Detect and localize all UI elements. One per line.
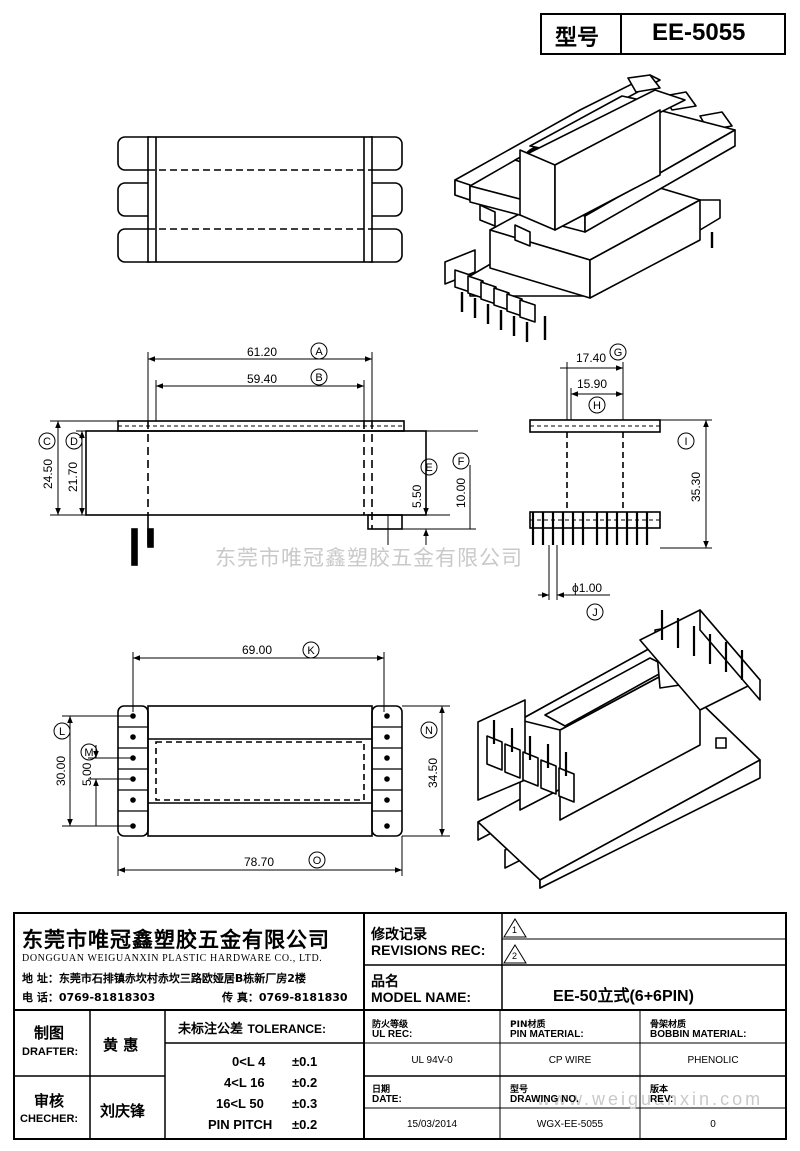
isometric-view-bottom: [477, 609, 761, 889]
company-phone: 电 话：0769-81818303: [22, 991, 156, 1004]
ul-value: UL 94V-0: [411, 1055, 453, 1066]
dim-59-40: 59.40: [247, 372, 277, 386]
model-name-value: EE-50立式(6+6PIN): [553, 988, 694, 1005]
revision-mark-1: 1: [512, 925, 518, 935]
bottom-view-dimensions: [62, 652, 450, 876]
watermark-company: 东莞市唯冠鑫塑胶五金有限公司: [215, 546, 523, 570]
ref-i: I: [684, 436, 687, 448]
revision-mark-2: 2: [512, 951, 518, 961]
checker-name: 刘庆锋: [100, 1102, 146, 1120]
dim-69-00: 69.00: [242, 643, 272, 657]
ul-label-en: UL REC:: [372, 1029, 413, 1040]
model-name-label-en: MODEL NAME:: [371, 989, 472, 1005]
ref-a: A: [315, 346, 323, 358]
ref-m: M: [84, 747, 93, 759]
pin-label-cn: PIN材质: [510, 1020, 546, 1030]
tolerance-range-3: 16<L 50: [216, 1096, 264, 1111]
dim-24-50: 24.50: [41, 459, 55, 489]
model-name-label-cn: 品名: [371, 974, 399, 990]
company-fax: 传 真：0769-8181830: [222, 991, 348, 1004]
dim-pin-diameter: ϕ1.00: [572, 581, 602, 595]
tolerance-value-1: ±0.1: [292, 1054, 318, 1069]
isometric-view-top: [444, 74, 736, 342]
model-label: 型号: [555, 25, 600, 50]
reference-markers: [38, 342, 695, 869]
side-view: [529, 419, 661, 600]
ref-g: G: [614, 347, 623, 359]
checker-label-en: CHECHER:: [20, 1113, 79, 1125]
date-label-en: DATE:: [372, 1094, 402, 1105]
drafter-label-en: DRAFTER:: [22, 1046, 79, 1058]
bobbin-value: PHENOLIC: [687, 1055, 739, 1066]
dim-5-00: 5.00: [80, 762, 94, 786]
ref-j: J: [592, 607, 598, 619]
drawing-no-label-en: DRAWING NO.: [510, 1094, 579, 1105]
ref-k: K: [307, 645, 315, 657]
side-view-dimensions: [538, 362, 712, 598]
rev-label-en: REV:: [650, 1094, 674, 1105]
top-view: [117, 136, 403, 263]
tolerance-value-3: ±0.3: [292, 1096, 318, 1111]
dim-21-70: 21.70: [66, 462, 80, 492]
drawing-no-value: WGX-EE-5055: [536, 1119, 604, 1130]
tolerance-title-cn: 未标注公差 TOLERANCE:: [178, 1018, 326, 1037]
rev-label-cn: 版本: [650, 1085, 669, 1095]
ref-e: E: [425, 462, 432, 474]
dim-35-30: 35.30: [689, 472, 703, 502]
dim-17-40: 17.40: [576, 351, 606, 365]
tolerance-title-en: TOLERANCE:: [247, 1022, 326, 1036]
pin-value: CP WIRE: [548, 1055, 592, 1066]
front-view-dimensions: [50, 352, 478, 545]
ref-l: L: [59, 726, 65, 738]
ref-f: F: [458, 456, 465, 468]
revisions-label-en: REVISIONS REC:: [371, 942, 486, 958]
dim-10-00: 10.00: [454, 478, 468, 508]
pin-label-en: PIN MATERIAL:: [510, 1029, 584, 1040]
ref-c: C: [43, 436, 51, 448]
dim-34-50: 34.50: [426, 758, 440, 788]
drawing-no-label-cn: 型号: [510, 1085, 529, 1095]
title-block-frame: [13, 912, 787, 1140]
model-value: EE-5055: [652, 19, 746, 46]
tolerance-value-4: ±0.2: [292, 1117, 318, 1132]
dim-30-00: 30.00: [54, 756, 68, 786]
tolerance-value-2: ±0.2: [292, 1075, 318, 1090]
company-name-cn: 东莞市唯冠鑫塑胶五金有限公司: [22, 928, 330, 952]
bobbin-label-en: BOBBIN MATERIAL:: [650, 1029, 747, 1040]
bobbin-label-cn: 骨架材质: [650, 1020, 687, 1030]
ref-o: O: [313, 855, 322, 867]
date-value: 15/03/2014: [406, 1119, 458, 1130]
ref-b: B: [315, 372, 322, 384]
title-header-frame: [540, 13, 786, 55]
checker-label-cn: 审核: [34, 1092, 65, 1110]
dim-5-50: 5.50: [410, 484, 424, 508]
ref-h: H: [593, 400, 601, 412]
company-address: 地 址：东莞市石排镇赤坎村赤坎三路欧娅居B栋新厂房2楼: [22, 972, 306, 985]
watermark-url: www.weiguanxin.com: [537, 1089, 764, 1109]
dimension-labels: 61.20 59.40 24.50 21.70 5.50 10.00 17.40…: [41, 345, 703, 869]
ul-label-cn: 防火等级: [372, 1020, 409, 1030]
tolerance-title-cn-text: 未标注公差: [178, 1022, 244, 1037]
drafter-label-cn: 制图: [34, 1024, 65, 1042]
drafter-name: 黄 惠: [103, 1036, 139, 1054]
company-name-en: DONGGUAN WEIGUANXIN PLASTIC HARDWARE CO.…: [22, 953, 323, 964]
ref-d: D: [70, 436, 78, 448]
dim-78-70: 78.70: [244, 855, 274, 869]
date-label-cn: 日期: [372, 1085, 391, 1095]
revisions-label-cn: 修改记录: [371, 927, 427, 943]
tolerance-range-1: 0<L 4: [232, 1054, 266, 1069]
dim-61-20: 61.20: [247, 345, 277, 359]
tolerance-range-4: PIN PITCH: [208, 1117, 273, 1132]
rev-value: 0: [710, 1119, 716, 1130]
bottom-view: [117, 705, 403, 837]
dim-15-90: 15.90: [577, 377, 607, 391]
reference-letters: A B C D E F G H I J K L M N O: [43, 346, 688, 867]
ref-n: N: [425, 725, 433, 737]
tolerance-range-2: 4<L 16: [224, 1075, 265, 1090]
